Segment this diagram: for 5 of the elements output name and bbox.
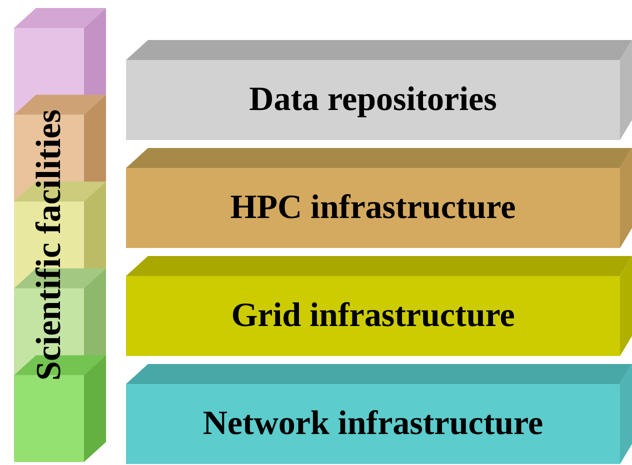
layer-label: Data repositories (249, 81, 497, 119)
layer-label: Grid infrastructure (231, 297, 515, 335)
column-heading: Scientific facilities (29, 109, 69, 381)
layer-label: HPC infrastructure (230, 189, 516, 227)
layer-label: Network infrastructure (202, 405, 544, 443)
